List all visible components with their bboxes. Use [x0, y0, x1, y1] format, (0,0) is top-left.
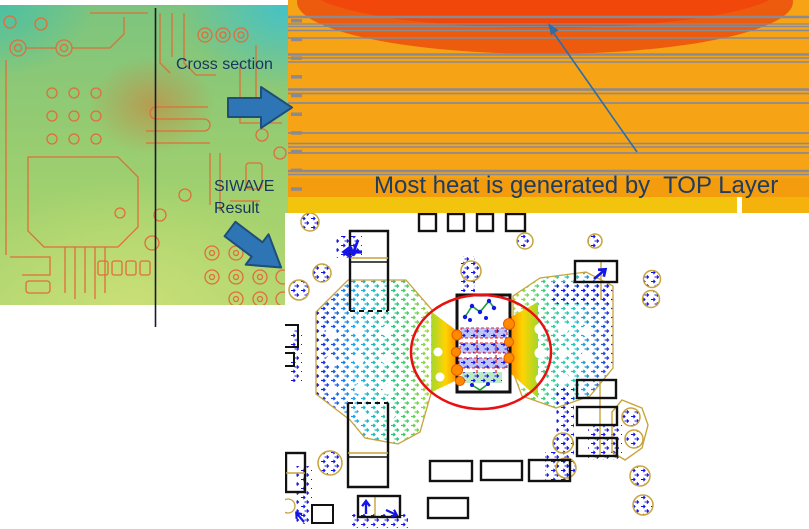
heat-lens-core [320, 0, 770, 28]
layer-lines-group [288, 15, 809, 176]
heat-annotation-label: Most heat is generated by TOP Layer [374, 172, 779, 199]
vector-plot-panel [280, 212, 809, 529]
component-current-rows [458, 327, 509, 383]
left-current-funnel [432, 312, 457, 392]
siwave-result-label-line2: Result [214, 200, 260, 217]
left-stackup-column [291, 19, 302, 191]
bottom-dark-band [288, 178, 809, 197]
tan-outline-group [374, 261, 649, 517]
current-density-graphic [280, 212, 662, 528]
right-current-funnel [509, 302, 538, 398]
cross-section-panel [288, 0, 809, 213]
left-current-blob [315, 279, 433, 445]
hot-contact-dots [451, 318, 515, 386]
cross-section-label: Cross section [176, 56, 273, 73]
bottom-strip-right [742, 197, 809, 213]
component-bond-graph [462, 298, 497, 391]
red-highlight-ellipse [409, 293, 553, 411]
pcb-traces-graphic [3, 12, 291, 305]
bottom-strip-gap [737, 197, 742, 213]
siwave-result-label-line1: SIWAVE [214, 178, 275, 195]
bottom-strip [288, 197, 809, 213]
central-component [451, 293, 515, 394]
component-outlines [283, 212, 619, 524]
